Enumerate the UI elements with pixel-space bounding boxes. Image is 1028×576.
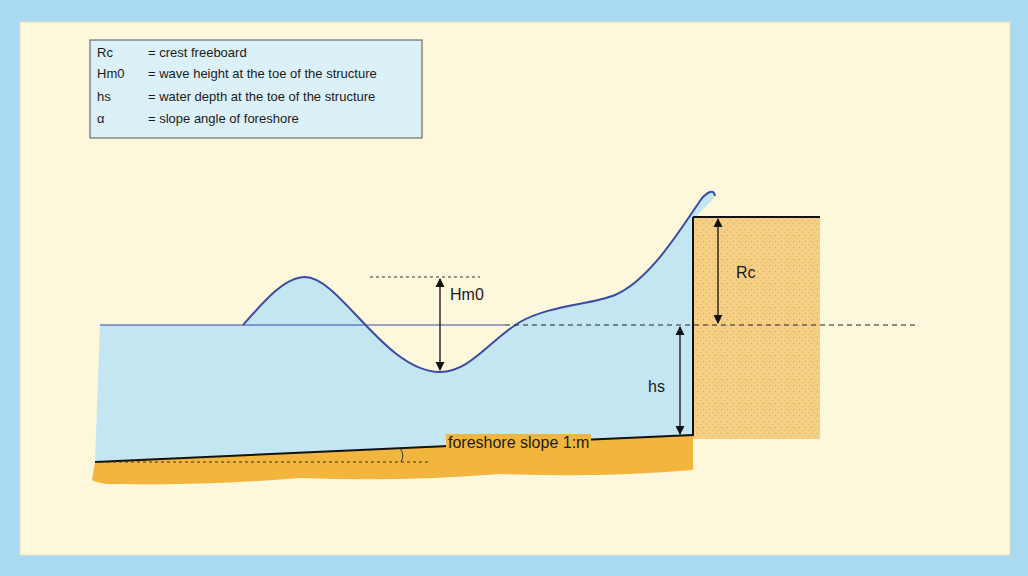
definition: = slope angle of foreshore bbox=[148, 112, 299, 126]
freeboard-arrow bbox=[717, 219, 718, 323]
depth-arrow bbox=[679, 327, 680, 434]
symbol: Rc bbox=[97, 46, 113, 60]
crest-line bbox=[693, 216, 820, 218]
symbol: α bbox=[97, 112, 105, 126]
horizontal-reference bbox=[95, 462, 430, 463]
structure bbox=[693, 217, 820, 439]
dimension-label: hs bbox=[648, 378, 665, 396]
seabed-line bbox=[95, 435, 693, 462]
still-water-line bbox=[100, 324, 505, 325]
definition: = crest freeboard bbox=[148, 46, 247, 60]
legend-box bbox=[90, 40, 422, 138]
symbol: Hm0 bbox=[97, 67, 124, 81]
dimension-label: Rc bbox=[736, 264, 756, 282]
slope-angle-arc bbox=[400, 448, 403, 462]
crest-level-line bbox=[370, 277, 480, 278]
water bbox=[95, 191, 715, 462]
panel bbox=[20, 22, 1010, 555]
structure-wall bbox=[692, 217, 694, 436]
still-water-dashed bbox=[505, 324, 915, 325]
symbol: hs bbox=[97, 90, 111, 104]
definition: = water depth at the toe of the structur… bbox=[148, 90, 375, 104]
wave-profile bbox=[243, 192, 715, 372]
definition: = wave height at the toe of the structur… bbox=[148, 67, 377, 81]
dimension-label: Hm0 bbox=[450, 286, 484, 304]
slope-label: foreshore slope 1:m bbox=[446, 434, 591, 452]
wave-height-arrow bbox=[439, 279, 440, 370]
